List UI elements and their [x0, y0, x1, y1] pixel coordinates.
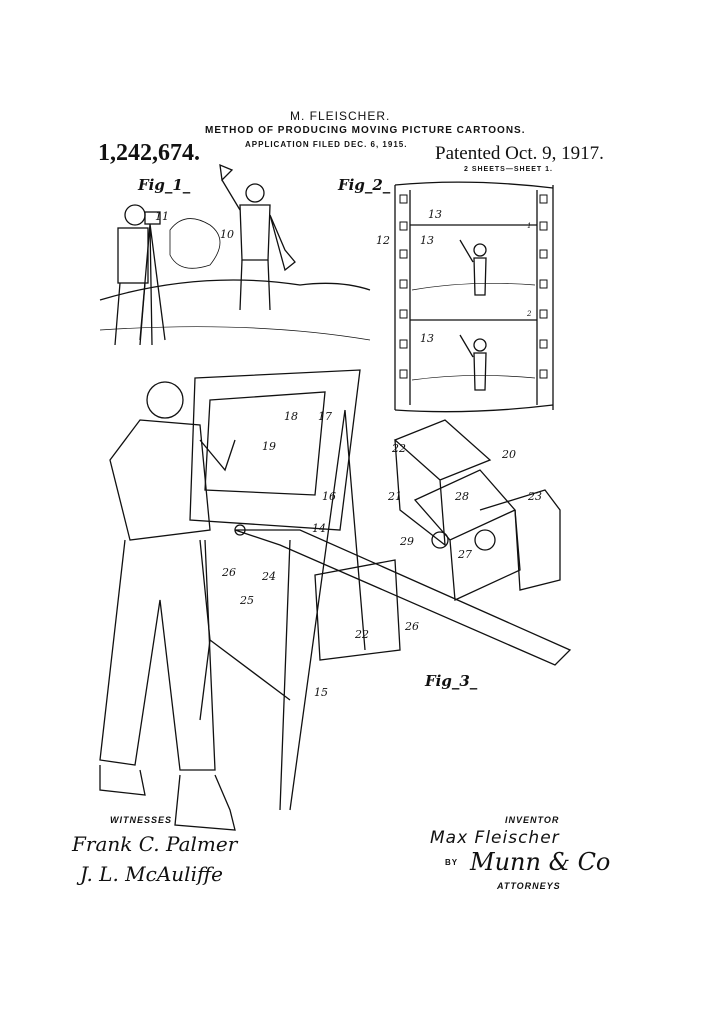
ref-numeral: 12 — [376, 234, 390, 247]
by-label: BY — [445, 858, 459, 867]
ref-numeral: 26 — [405, 620, 419, 633]
fig-3-drawing — [99, 369, 572, 831]
inventor-label: INVENTOR — [505, 815, 560, 825]
ref-numeral: 13 — [428, 208, 442, 221]
patent-number: 1,242,674. — [98, 140, 200, 166]
fig-2-drawing — [394, 181, 554, 413]
witness-signature-1: Frank C. Palmer — [72, 832, 238, 856]
patented-date: Patented Oct. 9, 1917. — [435, 143, 604, 164]
fig-1-label: Fig_1_ — [138, 176, 191, 194]
inventor-signature: Max Fleischer — [430, 828, 560, 848]
ref-numeral: 14 — [312, 522, 326, 535]
sheet-count: 2 SHEETS—SHEET 1. — [464, 166, 553, 173]
ref-numeral: 1 — [527, 222, 532, 230]
witness-signature-2: J. L. McAuliffe — [80, 862, 223, 886]
ref-numeral: 10 — [220, 228, 234, 241]
ref-numeral: 22 — [392, 442, 406, 455]
ref-numeral: 29 — [400, 535, 414, 548]
inventor-name: M. FLEISCHER. — [290, 109, 391, 123]
ref-numeral: 18 — [284, 410, 298, 423]
ref-numeral: 13 — [420, 234, 434, 247]
fig-2-label: Fig_2_ — [338, 176, 391, 194]
ref-numeral: 15 — [314, 686, 328, 699]
fig-3-label: Fig_3_ — [425, 672, 478, 690]
ref-numeral: 22 — [355, 628, 369, 641]
ref-numeral: 21 — [388, 490, 402, 503]
ref-numeral: 19 — [262, 440, 276, 453]
ref-numeral: 28 — [455, 490, 469, 503]
patent-title: METHOD OF PRODUCING MOVING PICTURE CARTO… — [205, 125, 526, 136]
ref-numeral: 20 — [502, 448, 516, 461]
ref-numeral: 25 — [240, 594, 254, 607]
attorneys-label: ATTORNEYS — [497, 881, 561, 891]
attorney-signature: Munn & Co — [470, 848, 611, 876]
ref-numeral: 2 — [527, 310, 532, 318]
ref-numeral: 11 — [155, 210, 169, 223]
ref-numeral: 17 — [318, 410, 332, 423]
ref-numeral: 16 — [322, 490, 336, 503]
ref-numeral: 13 — [420, 332, 434, 345]
ref-numeral: 27 — [458, 548, 472, 561]
fig-1-drawing — [99, 163, 371, 346]
ref-numeral: 26 — [222, 566, 236, 579]
ref-numeral: 24 — [262, 570, 276, 583]
application-date: APPLICATION FILED DEC. 6, 1915. — [245, 140, 408, 149]
ref-numeral: 23 — [528, 490, 542, 503]
witnesses-label: WITNESSES — [110, 815, 173, 825]
